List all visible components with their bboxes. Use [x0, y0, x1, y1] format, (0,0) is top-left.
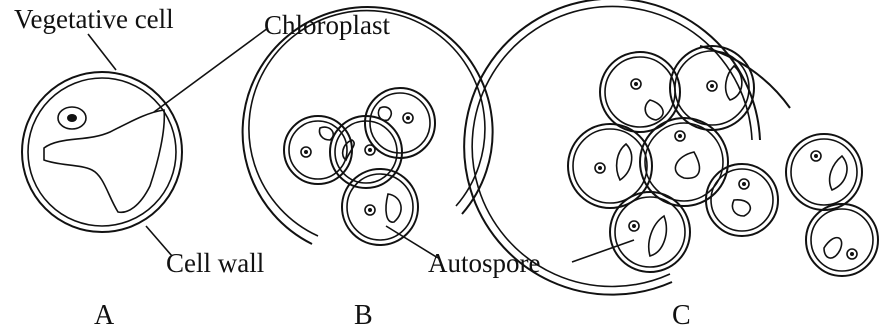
label-cell-wall: Cell wall	[166, 248, 264, 278]
leader-vegetative-cell	[88, 34, 116, 70]
panel-b-autospore-formation	[243, 7, 493, 258]
autospore-c-6	[706, 164, 778, 236]
label-chloroplast: Chloroplast	[264, 10, 390, 40]
leader-chloroplast	[154, 28, 268, 112]
label-vegetative-cell: Vegetative cell	[14, 4, 174, 34]
nucleolus-a	[67, 114, 77, 122]
autospore-c-7	[786, 134, 862, 210]
panel-a-vegetative-cell	[22, 28, 268, 256]
mother-wall-fragment-c	[700, 46, 790, 108]
autospore-c-8	[806, 204, 878, 276]
mother-wall-inner-b	[249, 11, 485, 236]
panel-label-c: C	[672, 300, 691, 330]
label-autospore: Autospore	[428, 248, 540, 278]
leader-autospore-c	[572, 240, 634, 262]
panel-label-b: B	[354, 300, 373, 330]
autospore-c-5	[610, 192, 690, 272]
panel-label-a: A	[94, 300, 115, 330]
